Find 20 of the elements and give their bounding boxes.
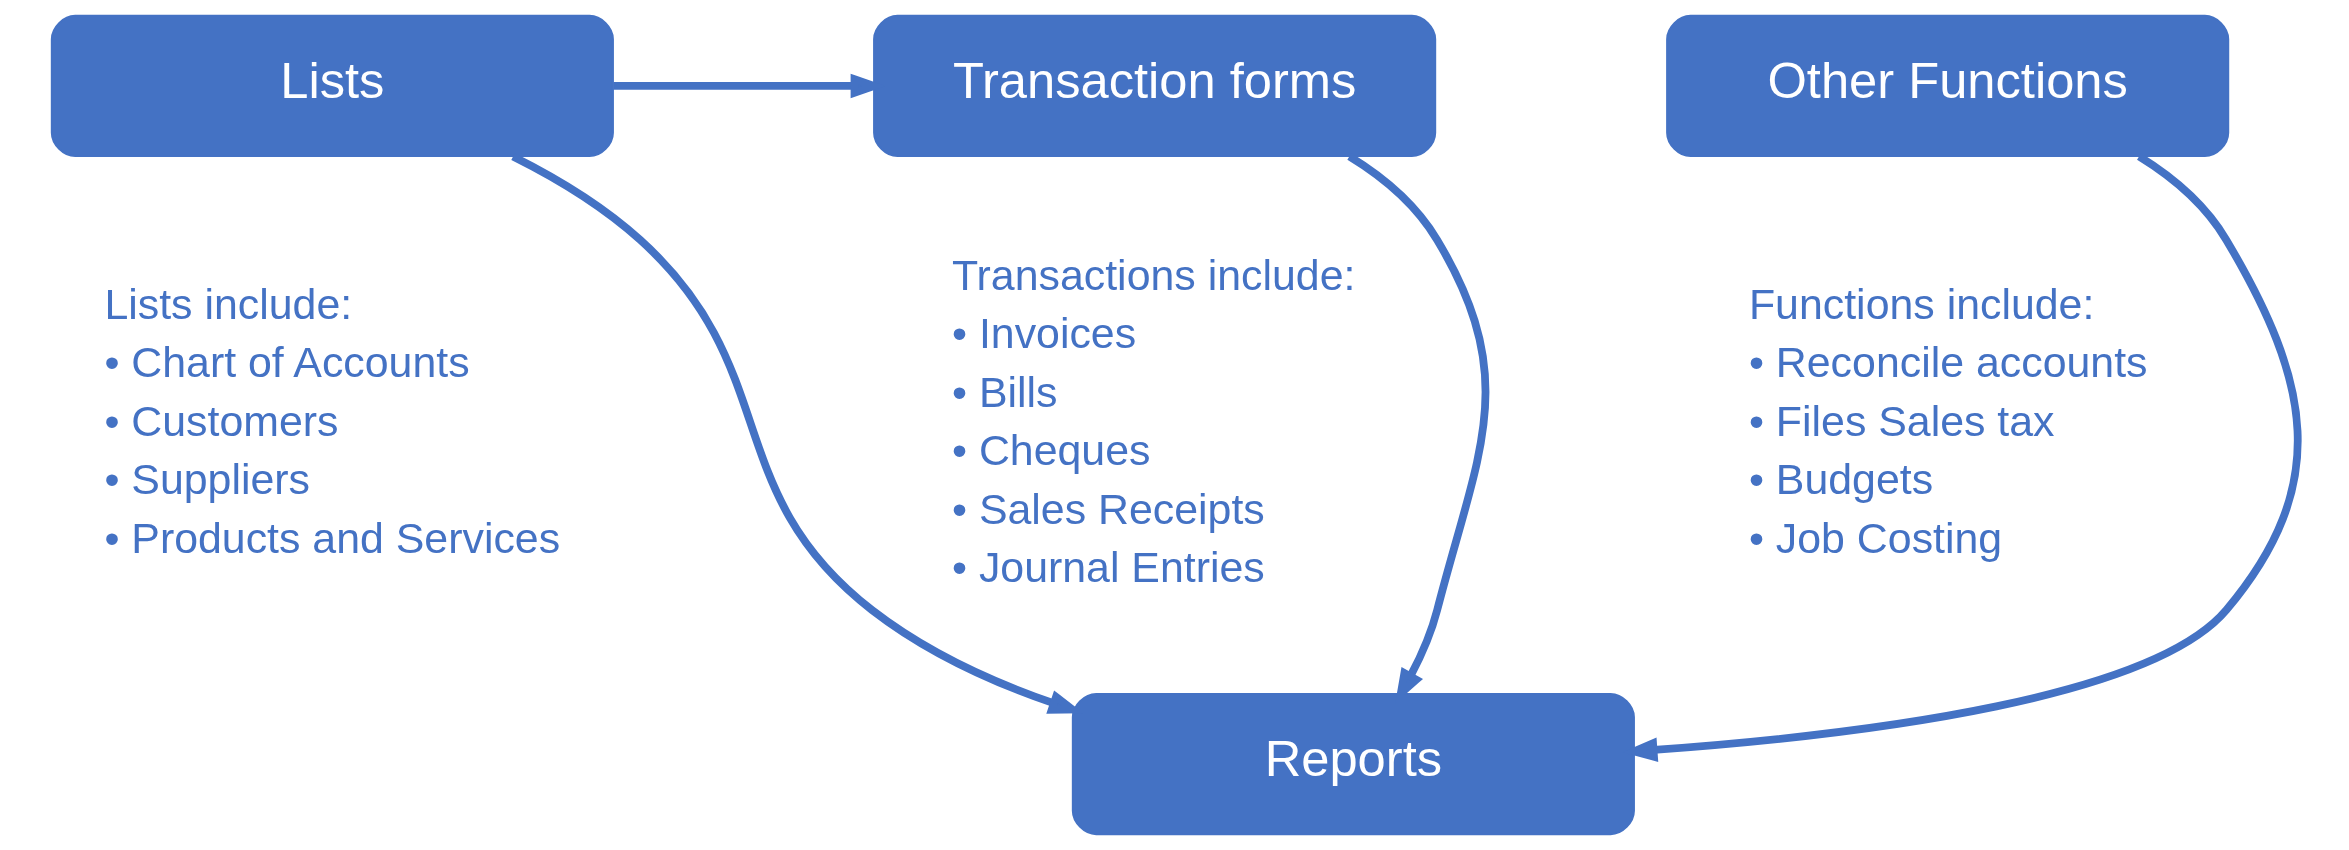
node-label: Transactions include: [951, 250, 1355, 299]
node-label: • Reconcile accounts [1748, 338, 2148, 387]
node-label: Functions include: [1748, 280, 2094, 328]
node-label: • Customers [103, 396, 339, 445]
node-label: • Cheques [951, 426, 1150, 475]
node-box: Other Functions [1665, 14, 2229, 158]
node-label: Lists include: [103, 280, 352, 328]
node-label: • Chart of Accounts [103, 338, 470, 387]
node-label: • Sales Receipts [951, 484, 1265, 533]
node-label: • Journal Entries [951, 543, 1265, 592]
node-box: Reports [1071, 692, 1635, 836]
node-box: Lists [50, 14, 614, 158]
node-label: • Invoices [951, 309, 1136, 358]
node-label: • Bills [951, 367, 1057, 416]
node-box: Transaction forms [872, 14, 1436, 158]
node-label: • Budgets [1748, 455, 1933, 504]
node-label: • Files Sales tax [1748, 396, 2055, 445]
node-label: • Suppliers [103, 455, 310, 504]
node-label: • Job Costing [1748, 513, 2002, 562]
node-label: • Products and Services [103, 513, 560, 562]
